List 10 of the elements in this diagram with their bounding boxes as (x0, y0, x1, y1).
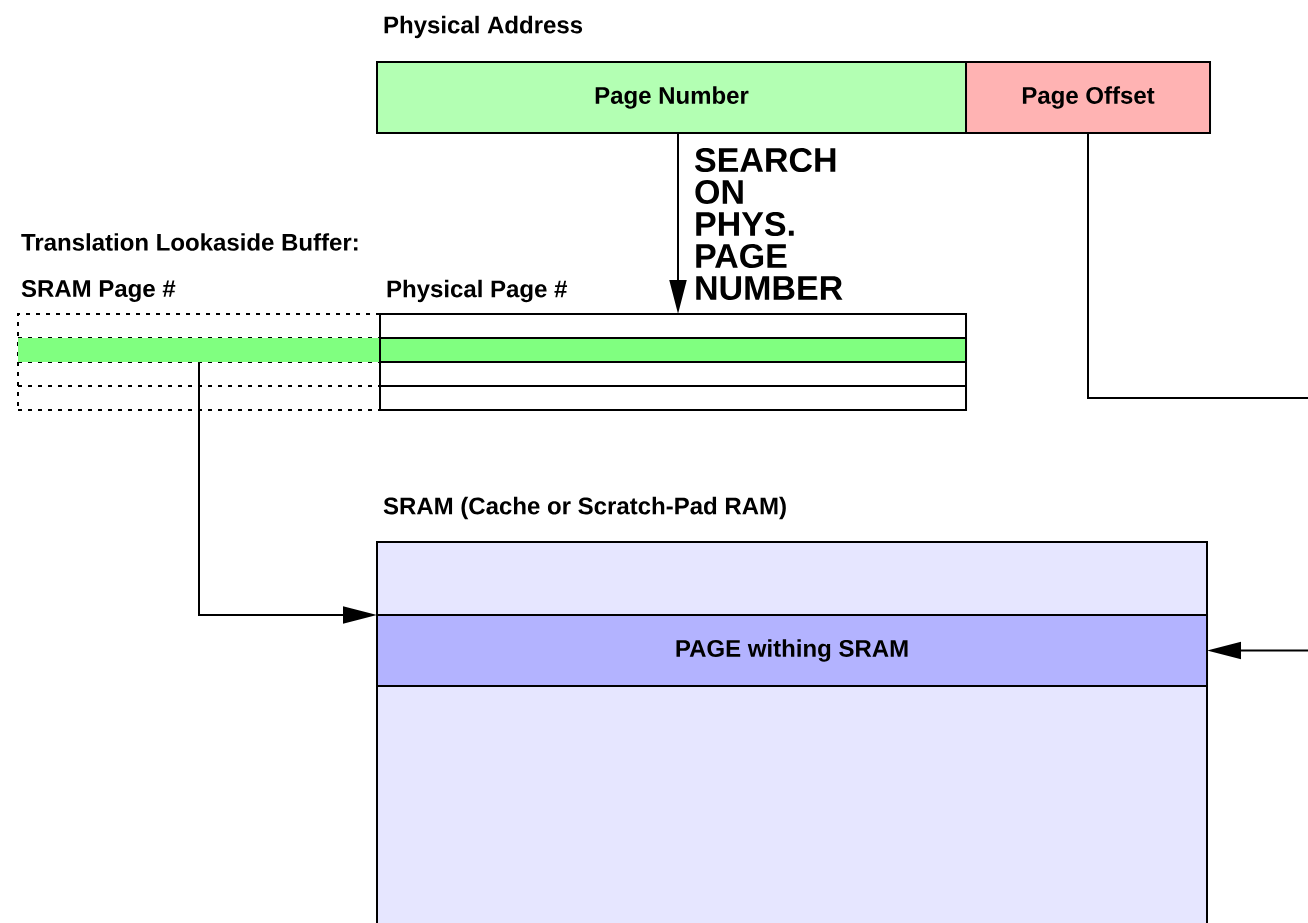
heading: Physical Address (384, 15, 583, 39)
node-label: SRAM (Cache or Scratch-Pad RAM) (383, 496, 786, 520)
node-label: Physical Page # (387, 279, 568, 303)
arrow (1087, 132, 1308, 660)
page-row: PAGE withing SRAM (376, 614, 1208, 687)
highlighted-entry (18, 338, 380, 362)
edge-label: SEARCH ON PHYS. PAGE NUMBER (695, 148, 843, 301)
address-field: Page Offset (965, 61, 1211, 134)
heading: Translation Lookaside Buffer: (21, 233, 358, 251)
address-field: Page Number (376, 61, 967, 134)
